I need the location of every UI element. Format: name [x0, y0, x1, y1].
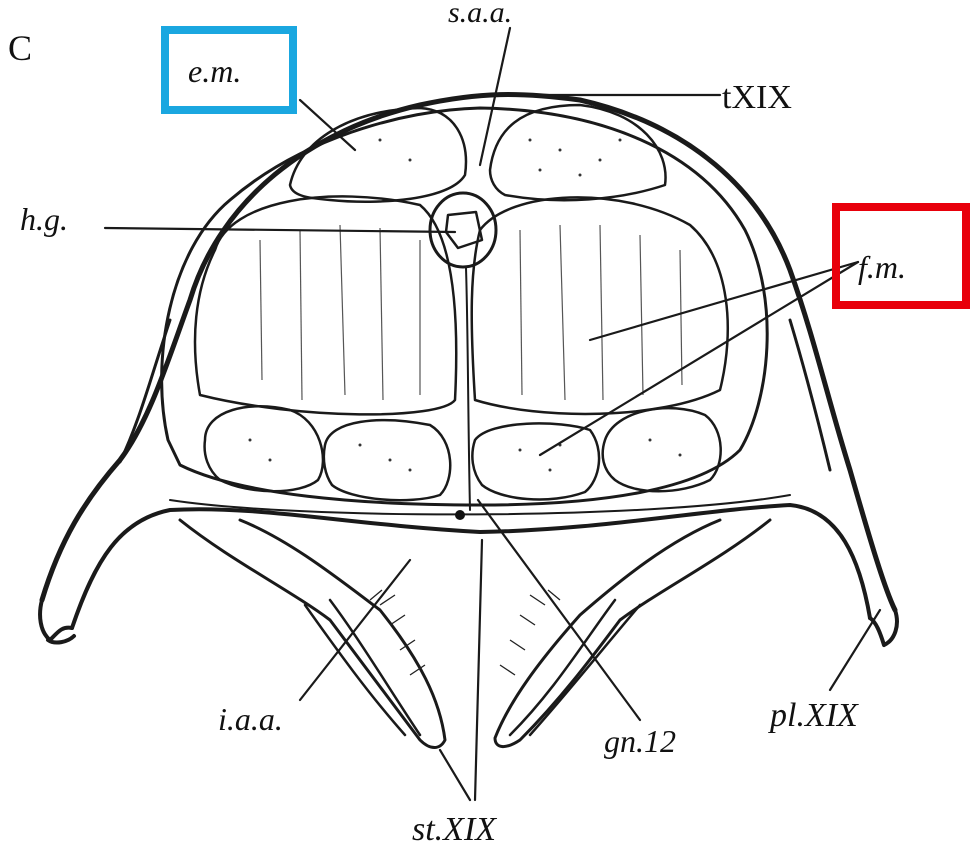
label-fm: f.m. [858, 249, 906, 285]
label-em: e.m. [188, 53, 241, 89]
sternite [72, 505, 870, 628]
ventral-muscle-right-outer [603, 408, 721, 491]
label-iaa: i.a.a. [218, 701, 283, 737]
hindgut [430, 193, 496, 267]
panel-letter: C [8, 28, 32, 68]
label-plxix: pl.XIX [768, 697, 859, 734]
extrinsic-muscle-left [290, 108, 466, 202]
label-gn12: gn.12 [604, 723, 676, 759]
label-txix: tXIX [722, 79, 792, 116]
pleuron-left [40, 600, 74, 643]
pleuron-right [870, 610, 897, 645]
gonopore-dot [455, 510, 465, 520]
ventral-muscle-right-inner [472, 423, 599, 499]
body-cavity [162, 108, 768, 505]
stippling [249, 139, 682, 472]
ventral-muscle-left-inner [324, 420, 450, 500]
label-hg: h.g. [20, 201, 68, 237]
label-saa: s.a.a. [448, 0, 512, 29]
gonopod-right [495, 520, 770, 747]
label-stxix: st.XIX [412, 811, 497, 848]
ventral-muscle-left-outer [205, 406, 323, 491]
